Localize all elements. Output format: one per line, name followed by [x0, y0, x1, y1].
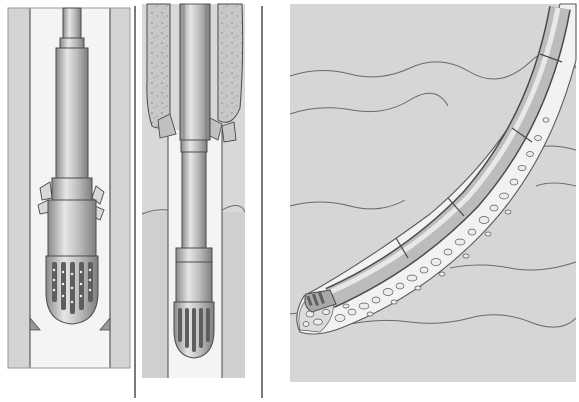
drill-bit	[46, 200, 98, 324]
panel-2-cement-plug	[142, 4, 245, 378]
panel-3-directional-well	[290, 4, 576, 382]
panel-1-vertical-bit	[8, 8, 130, 368]
drill-bit	[174, 302, 214, 358]
